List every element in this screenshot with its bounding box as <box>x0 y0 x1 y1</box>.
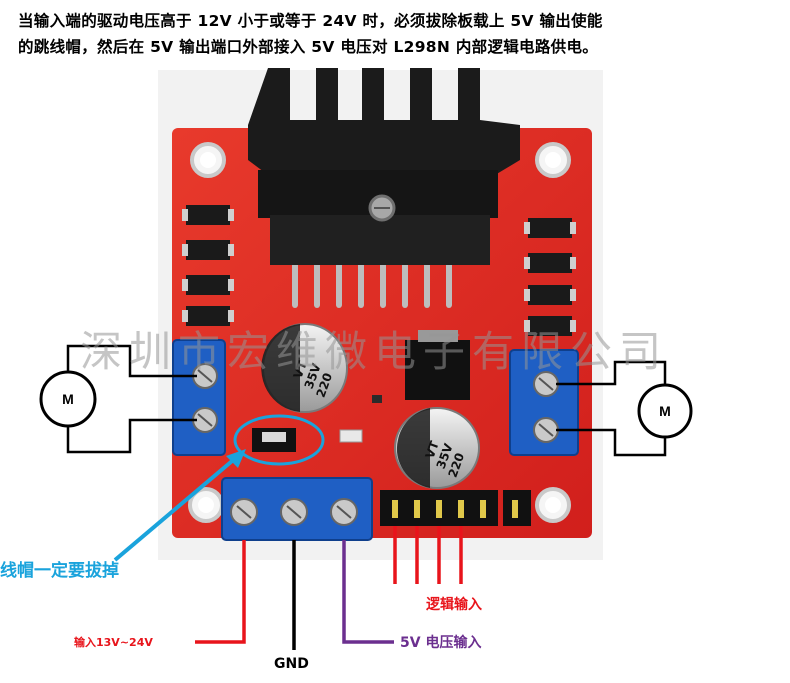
jumper-5v-enable[interactable] <box>252 428 296 452</box>
motor-right-wiring <box>556 360 667 457</box>
gnd-label: GND <box>274 656 309 672</box>
logic-input-wires <box>393 526 463 584</box>
motor-left-symbol <box>39 370 97 428</box>
power-terminal-block <box>221 477 373 541</box>
diode-array-right <box>524 218 576 336</box>
capacitor-series: VT <box>291 358 310 380</box>
voltage-input-label: 输入13V~24V <box>74 636 153 649</box>
motor-left-wiring <box>66 344 197 454</box>
diode-array-left <box>182 205 234 326</box>
logic-input-label: 逻辑输入 <box>426 597 482 613</box>
logic-pin-header <box>380 490 531 526</box>
motor-left: M <box>39 370 97 428</box>
pcb-board: VT 35V 220 VT 35V 220 <box>172 68 592 541</box>
driver-chip-pins <box>292 259 452 308</box>
capacitor: VT 35V 220 <box>261 323 348 413</box>
five-v-input-label: 5V 电压输入 <box>400 635 482 651</box>
mounting-hole <box>535 487 571 523</box>
motor-terminal-left <box>172 339 226 456</box>
motor-right: M <box>637 383 693 439</box>
resistor <box>339 429 363 443</box>
jumper-callout-arrow <box>113 449 246 562</box>
jumper-removal-note: 线帽一定要拔掉 <box>0 561 119 581</box>
instruction-line-2: 的跳线帽，然后在 5V 输出端口外部接入 5V 电压对 L298N 内部逻辑电路… <box>18 38 599 56</box>
instruction-line-1: 当输入端的驱动电压高于 12V 小于或等于 24V 时，必须拔除板载上 5V 输… <box>18 12 603 30</box>
voltage-input-wire <box>195 540 246 644</box>
motor-right-symbol <box>637 383 693 439</box>
motor-right-label: M <box>659 403 671 419</box>
mounting-hole <box>535 142 571 178</box>
mounting-hole <box>190 142 226 178</box>
capacitor: VT 35V 220 <box>394 407 480 489</box>
capacitor-series: VT <box>423 438 442 460</box>
resistor <box>372 395 382 403</box>
motor-left-label: M <box>62 391 74 407</box>
watermark-text: 深圳市宏维微电子有限公司 <box>80 327 669 376</box>
instruction-heading: 当输入端的驱动电压高于 12V 小于或等于 24V 时，必须拔除板载上 5V 输… <box>18 8 788 60</box>
heatsink <box>248 68 520 265</box>
voltage-regulator <box>405 330 470 400</box>
jumper-highlight-circle <box>233 414 325 466</box>
five-v-input-wire <box>342 540 394 644</box>
